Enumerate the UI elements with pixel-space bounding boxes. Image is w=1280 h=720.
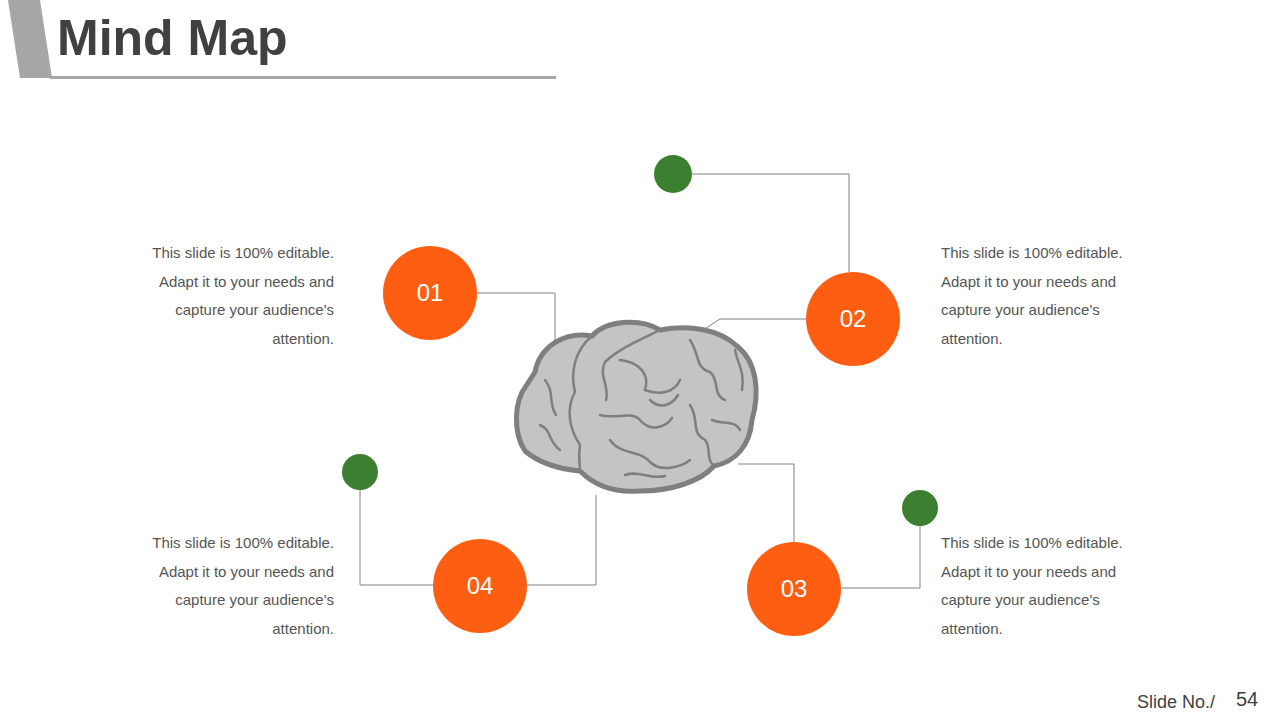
callout-number: 03 <box>747 542 841 636</box>
description-text: This slide is 100% editable. Adapt it to… <box>129 239 334 354</box>
callout-number: 02 <box>806 272 900 366</box>
slide-title: Mind Map <box>57 8 288 68</box>
slide-number-label: Slide No./ <box>1137 692 1215 713</box>
number-circle: 04 <box>433 539 527 633</box>
description-text: This slide is 100% editable. Adapt it to… <box>941 239 1146 354</box>
green-dots <box>342 155 938 526</box>
callout-number: 01 <box>383 246 477 340</box>
number-circle: 01 <box>383 246 477 340</box>
brain-illustration <box>516 322 756 491</box>
title-tab <box>8 0 52 78</box>
title-underline <box>50 76 556 79</box>
callout-number: 04 <box>433 539 527 633</box>
number-circle: 02 <box>806 272 900 366</box>
slide-number: 54 <box>1236 688 1258 711</box>
description-text: This slide is 100% editable. Adapt it to… <box>129 529 334 644</box>
leader-lines <box>360 174 920 588</box>
description-text: This slide is 100% editable. Adapt it to… <box>941 529 1146 644</box>
number-circle: 03 <box>747 542 841 636</box>
